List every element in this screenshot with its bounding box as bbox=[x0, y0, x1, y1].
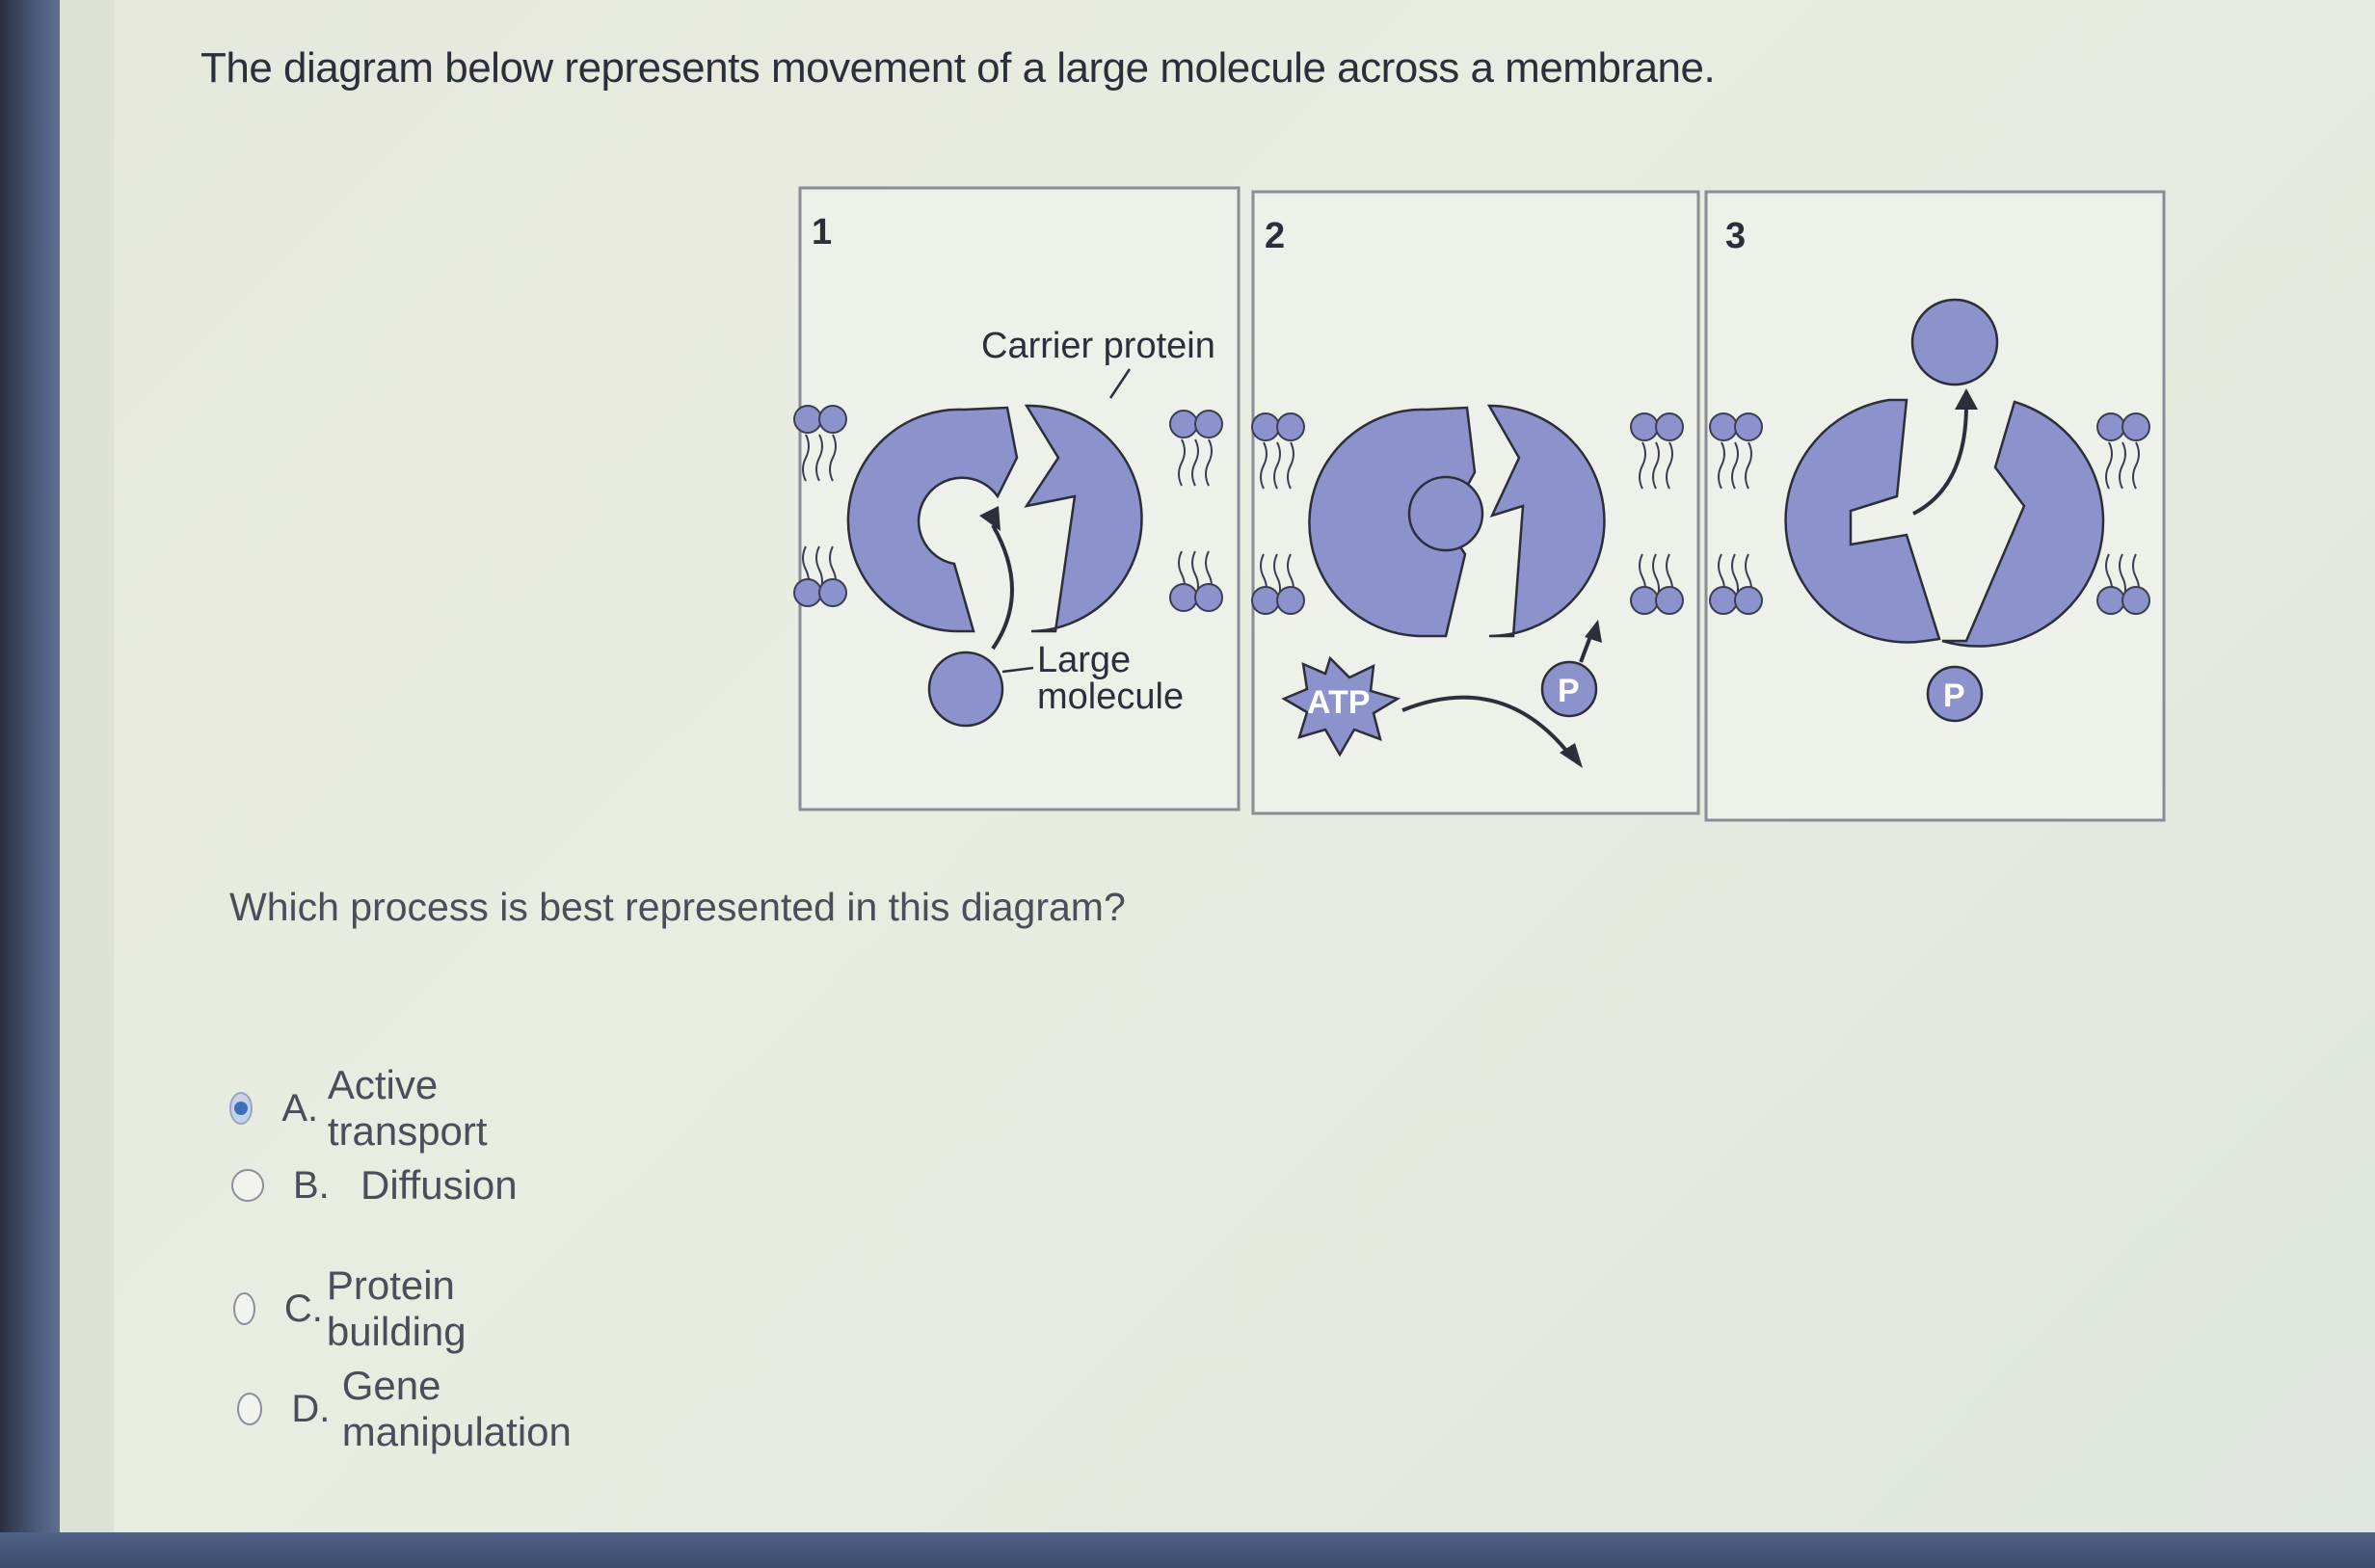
atp-arrow-head bbox=[1560, 743, 1583, 768]
entry-arrow-head bbox=[979, 506, 1001, 531]
large-molecule bbox=[927, 651, 1004, 728]
atp-label: ATP bbox=[1307, 684, 1370, 721]
panel-2-number: 2 bbox=[1265, 216, 1285, 256]
option-a-letter: A. bbox=[281, 1086, 319, 1129]
radio-selected-dot bbox=[234, 1102, 249, 1115]
option-b[interactable]: B. Diffusion bbox=[231, 1162, 518, 1209]
radio-button-d[interactable] bbox=[237, 1393, 263, 1425]
option-d[interactable]: D. Gene manipulation bbox=[237, 1363, 596, 1455]
radio-button-c[interactable] bbox=[233, 1292, 255, 1325]
option-a-text[interactable]: Active transport bbox=[327, 1062, 488, 1154]
radio-button-a[interactable] bbox=[229, 1092, 254, 1125]
option-a[interactable]: A. Active transport bbox=[229, 1062, 519, 1155]
page-margin bbox=[60, 0, 114, 1534]
carrier-protein-pointer bbox=[1108, 368, 1132, 399]
option-d-text[interactable]: Gene manipulation bbox=[341, 1363, 572, 1454]
panel-1-number: 1 bbox=[812, 212, 832, 252]
phosphate-panel-3 bbox=[1926, 665, 1984, 723]
large-molecule-bound bbox=[1407, 475, 1484, 552]
carrier-protein-label: Carrier protein bbox=[981, 326, 1215, 366]
large-molecule-label-line2: molecule bbox=[1037, 677, 1184, 717]
panel-3-number: 3 bbox=[1725, 216, 1746, 256]
option-b-text[interactable]: Diffusion bbox=[360, 1162, 518, 1208]
option-c-text[interactable]: Protein building bbox=[326, 1262, 467, 1354]
large-molecule-pointer bbox=[1001, 666, 1034, 674]
question-text: The diagram below represents movement of… bbox=[200, 44, 1716, 92]
atp-arrow bbox=[1401, 695, 1573, 758]
option-b-letter: B. bbox=[293, 1163, 330, 1207]
phosphate-label-panel-2: P bbox=[1558, 673, 1580, 709]
large-molecule-released bbox=[1910, 298, 1999, 386]
atp-star bbox=[1281, 655, 1401, 757]
question-prompt: Which process is best represented in thi… bbox=[229, 885, 1126, 929]
radio-button-b[interactable] bbox=[231, 1169, 264, 1202]
carrier-protein-panel-1 bbox=[846, 404, 1143, 633]
large-molecule-label-line1: Large bbox=[1037, 640, 1131, 680]
option-d-letter: D. bbox=[291, 1387, 331, 1430]
exit-arrow bbox=[1912, 404, 1968, 516]
carrier-protein-panel-2 bbox=[1308, 404, 1606, 638]
phosphate-arrow-head bbox=[1585, 620, 1602, 643]
entry-arrow bbox=[991, 524, 1014, 651]
carrier-protein-panel-3 bbox=[1784, 398, 2105, 648]
screen-bezel-left bbox=[0, 0, 60, 1568]
option-c[interactable]: C. Protein building bbox=[233, 1262, 502, 1355]
screen-bezel-bottom bbox=[0, 1532, 2375, 1568]
membrane-transport-diagram: 1 2 3 Carrier protein Large molecule ATP… bbox=[771, 186, 2166, 822]
phosphate-label-panel-3: P bbox=[1943, 678, 1965, 714]
option-c-letter: C. bbox=[283, 1287, 323, 1330]
exit-arrow-head bbox=[1955, 388, 1978, 410]
phosphate-panel-2 bbox=[1540, 660, 1598, 718]
